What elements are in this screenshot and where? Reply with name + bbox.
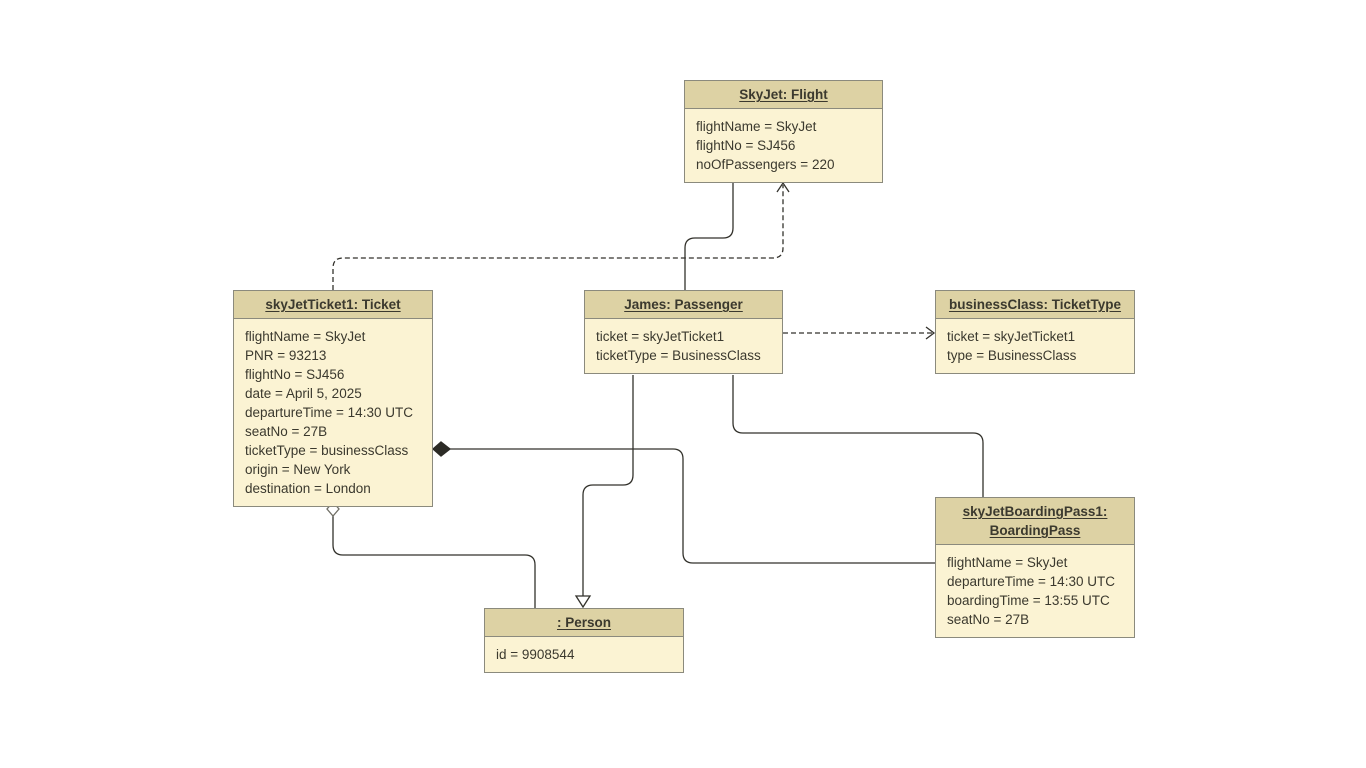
- attribute: flightName = SkyJet: [947, 555, 1068, 570]
- attribute: seatNo = 27B: [245, 424, 328, 439]
- dependency-arrowhead-icon: [776, 181, 790, 193]
- object-flight: SkyJet: Flight flightName = SkyJet fligh…: [684, 80, 883, 183]
- edge-passenger-person-generalization: [582, 375, 634, 596]
- object-tickettype: businessClass: TicketType ticket = skyJe…: [935, 290, 1135, 374]
- edge-flight-passenger: [684, 183, 734, 290]
- object-person-attributes: id = 9908544: [485, 637, 683, 672]
- attribute: origin = New York: [245, 462, 351, 477]
- edge-passenger-boardingpass: [732, 375, 984, 497]
- edge-ticket-boardingpass-composition: [450, 448, 935, 564]
- object-boardingpass-title: skyJetBoardingPass1: BoardingPass: [936, 498, 1134, 545]
- attribute: ticketType = BusinessClass: [596, 348, 761, 363]
- edge-ticket-person-aggregation: [332, 516, 536, 608]
- attribute: boardingTime = 13:55 UTC: [947, 593, 1110, 608]
- object-passenger: James: Passenger ticket = skyJetTicket1 …: [584, 290, 783, 374]
- object-flight-attributes: flightName = SkyJet flightNo = SJ456 noO…: [685, 109, 882, 182]
- attribute: departureTime = 14:30 UTC: [245, 405, 413, 420]
- attribute: noOfPassengers = 220: [696, 157, 835, 172]
- attribute: ticketType = businessClass: [245, 443, 409, 458]
- object-passenger-attributes: ticket = skyJetTicket1 ticketType = Busi…: [585, 319, 782, 373]
- object-ticket-title: skyJetTicket1: Ticket: [234, 291, 432, 319]
- object-ticket: skyJetTicket1: Ticket flightName = SkyJe…: [233, 290, 433, 507]
- attribute: destination = London: [245, 481, 371, 496]
- attribute: flightName = SkyJet: [696, 119, 817, 134]
- dependency-arrowhead-icon: [925, 326, 936, 340]
- object-person-title: : Person: [485, 609, 683, 637]
- hollow-triangle-icon: [574, 595, 592, 609]
- object-passenger-title: James: Passenger: [585, 291, 782, 319]
- attribute: type = BusinessClass: [947, 348, 1077, 363]
- object-tickettype-attributes: ticket = skyJetTicket1 type = BusinessCl…: [936, 319, 1134, 373]
- attribute: ticket = skyJetTicket1: [596, 329, 725, 344]
- object-ticket-attributes: flightName = SkyJet PNR = 93213 flightNo…: [234, 319, 432, 506]
- attribute: PNR = 93213: [245, 348, 327, 363]
- filled-diamond-icon: [432, 441, 452, 457]
- attribute: date = April 5, 2025: [245, 386, 362, 401]
- object-tickettype-title: businessClass: TicketType: [936, 291, 1134, 319]
- object-person: : Person id = 9908544: [484, 608, 684, 673]
- object-flight-title: SkyJet: Flight: [685, 81, 882, 109]
- edge-ticket-flight-dependency: [332, 185, 784, 290]
- attribute: ticket = skyJetTicket1: [947, 329, 1076, 344]
- attribute: seatNo = 27B: [947, 612, 1030, 627]
- object-boardingpass-attributes: flightName = SkyJet departureTime = 14:3…: [936, 545, 1134, 637]
- attribute: flightNo = SJ456: [245, 367, 345, 382]
- object-boardingpass: skyJetBoardingPass1: BoardingPass flight…: [935, 497, 1135, 638]
- attribute: flightName = SkyJet: [245, 329, 366, 344]
- attribute: departureTime = 14:30 UTC: [947, 574, 1115, 589]
- attribute: flightNo = SJ456: [696, 138, 796, 153]
- attribute: id = 9908544: [496, 647, 575, 662]
